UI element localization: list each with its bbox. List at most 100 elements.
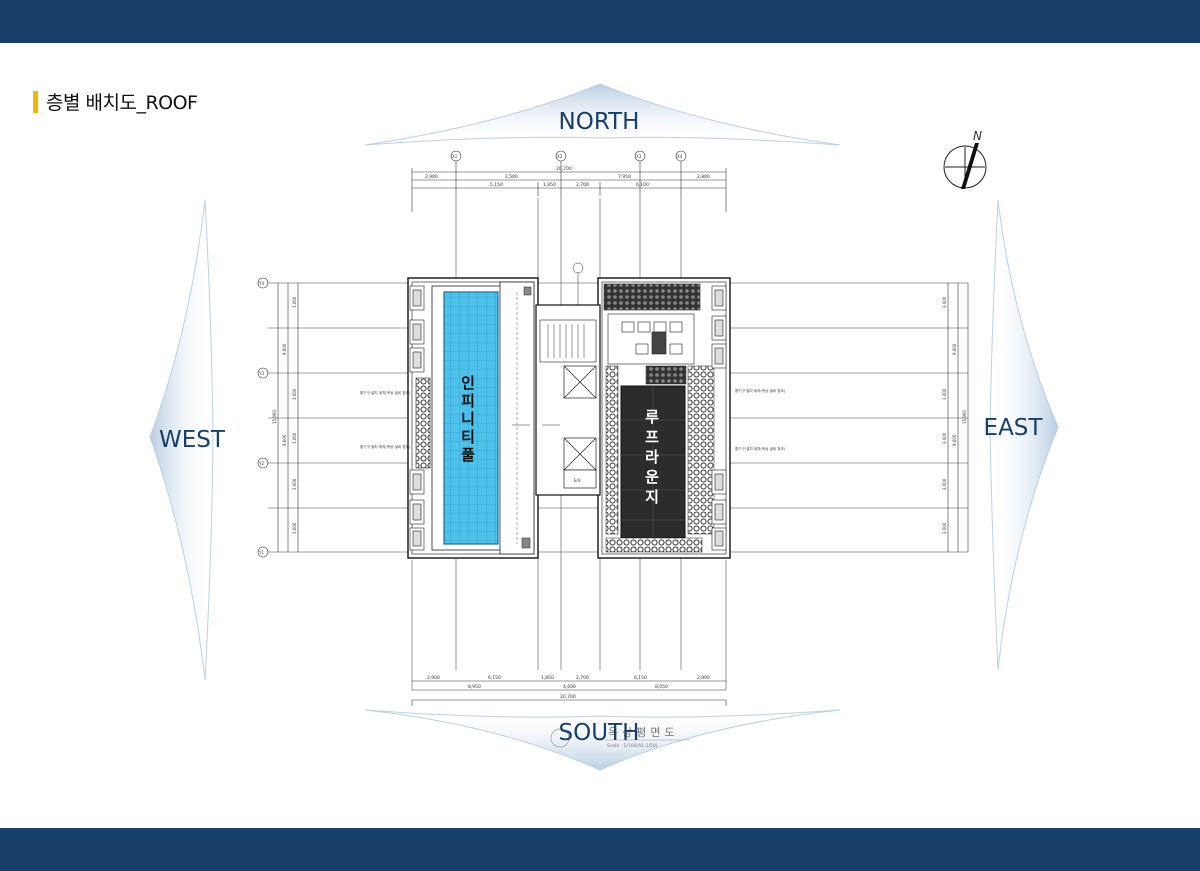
svg-text:7,950: 7,950 xyxy=(618,174,631,180)
drawing-scale: Scale : 1/100(A1:1/50) xyxy=(607,743,658,749)
svg-text:6,150: 6,150 xyxy=(634,675,647,681)
lounge-label: 루 프 라 운 지 xyxy=(645,408,659,506)
svg-text:20,700: 20,700 xyxy=(556,166,572,172)
elevator-label: E/V xyxy=(574,478,581,483)
svg-text:지: 지 xyxy=(645,488,659,506)
svg-text:8,050: 8,050 xyxy=(655,684,668,690)
svg-text:3,000: 3,000 xyxy=(292,478,297,490)
west-wave xyxy=(149,199,214,681)
svg-text:루: 루 xyxy=(645,408,659,426)
drawing-title-block: 옥상평면도 Scale : 1/100(A1:1/50) xyxy=(550,726,690,749)
lounge-south-planter xyxy=(605,537,703,553)
svg-text:3,000: 3,000 xyxy=(292,388,297,400)
svg-text:2,900: 2,900 xyxy=(427,675,440,681)
svg-text:3,000: 3,000 xyxy=(942,388,947,400)
west-balcony-units xyxy=(409,285,425,551)
lounge-furniture xyxy=(607,313,695,365)
svg-text:6,100: 6,100 xyxy=(636,182,649,188)
svg-text:운: 운 xyxy=(645,468,659,486)
svg-text:X1: X1 xyxy=(452,154,458,159)
svg-text:라: 라 xyxy=(645,448,659,466)
svg-text:Y4: Y4 xyxy=(258,281,264,286)
page-header: 층별 배치도_ROOF xyxy=(33,88,198,115)
svg-text:X3: X3 xyxy=(636,154,642,159)
infinity-pool xyxy=(443,291,499,545)
top-grid-bubbles xyxy=(450,150,687,162)
svg-text:2,900: 2,900 xyxy=(425,174,438,180)
left-dimension-text: 3,000 3,000 3,000 3,000 3,000 9,600 9,60… xyxy=(272,296,297,534)
svg-text:환기구 설치 위치(옥상 설비 참조): 환기구 설치 위치(옥상 설비 참조) xyxy=(735,446,786,451)
svg-text:15,900: 15,900 xyxy=(272,410,277,424)
bottom-dimension-text: 2,900 6,150 1,850 2,700 6,150 2,900 8,95… xyxy=(427,675,710,700)
svg-text:2,800: 2,800 xyxy=(697,174,710,180)
svg-text:2,500: 2,500 xyxy=(505,174,518,180)
svg-text:3,000: 3,000 xyxy=(942,478,947,490)
svg-text:3,000: 3,000 xyxy=(292,432,297,444)
plan-notes: 환기구 설치 위치(옥상 설비 참조) 환기구 설치 위치(옥상 설비 참조) … xyxy=(360,388,786,451)
svg-text:티: 티 xyxy=(461,428,475,446)
west-planter xyxy=(415,377,431,469)
svg-text:3,000: 3,000 xyxy=(292,522,297,534)
left-grid-bubbles xyxy=(257,277,269,558)
svg-text:Y2: Y2 xyxy=(258,461,264,466)
drawing-title: 옥상평면도 xyxy=(608,726,679,739)
left-grid-labels: Y4 Y3 Y2 Y1 xyxy=(258,281,264,555)
svg-text:4,600: 4,600 xyxy=(563,684,576,690)
core-arrows xyxy=(512,262,584,426)
bottom-dimension-lines xyxy=(411,680,727,706)
svg-text:3,000: 3,000 xyxy=(942,522,947,534)
south-label: SOUTH xyxy=(559,720,640,746)
svg-text:인: 인 xyxy=(461,374,475,392)
svg-text:9,600: 9,600 xyxy=(282,434,287,446)
svg-text:3,000: 3,000 xyxy=(942,432,947,444)
svg-text:6,150: 6,150 xyxy=(488,675,501,681)
left-dimension-lines xyxy=(277,283,299,552)
svg-text:니: 니 xyxy=(461,410,475,428)
svg-text:X4: X4 xyxy=(677,154,683,159)
svg-text:3,000: 3,000 xyxy=(292,296,297,308)
east-balcony-units xyxy=(711,285,727,551)
svg-text:8,950: 8,950 xyxy=(468,684,481,690)
svg-text:피: 피 xyxy=(461,392,475,410)
top-dimension-text: 20,700 2,900 2,500 7,950 2,800 5,150 1,8… xyxy=(425,166,710,188)
lounge-deck-lines xyxy=(621,386,685,538)
elevator-shafts xyxy=(563,365,597,489)
svg-text:20,700: 20,700 xyxy=(560,694,576,700)
east-wave xyxy=(989,199,1059,671)
svg-text:15,900: 15,900 xyxy=(962,410,967,424)
svg-text:9,600: 9,600 xyxy=(952,434,957,446)
north-arrow-letter: N xyxy=(973,129,982,143)
north-label: NORTH xyxy=(559,109,640,135)
right-dimension-text: 3,000 3,000 3,000 3,000 3,000 9,600 9,60… xyxy=(942,296,967,534)
title-accent-bar xyxy=(33,90,38,113)
north-arrow-icon: N xyxy=(943,129,987,189)
svg-text:Y3: Y3 xyxy=(258,371,264,376)
svg-text:프: 프 xyxy=(645,428,659,446)
north-wave xyxy=(364,83,841,146)
svg-text:환기구 설치 위치(옥상 설비 참조): 환기구 설치 위치(옥상 설비 참조) xyxy=(360,390,411,395)
stair-core xyxy=(539,319,597,363)
south-wave xyxy=(364,709,841,771)
svg-text:1,850: 1,850 xyxy=(541,675,554,681)
lounge-north-planter xyxy=(603,283,701,311)
svg-text:3,000: 3,000 xyxy=(942,296,947,308)
lounge-east-planter xyxy=(687,365,715,535)
top-grid-labels: X1 X2 X3 X4 xyxy=(452,154,683,159)
svg-text:Y1: Y1 xyxy=(258,550,264,555)
west-label: WEST xyxy=(159,427,226,453)
top-band xyxy=(0,0,1200,43)
svg-text:9,600: 9,600 xyxy=(952,343,957,355)
pool-label: 인 피 니 티 풀 xyxy=(461,374,475,464)
bottom-band xyxy=(0,828,1200,871)
east-label: EAST xyxy=(984,415,1044,441)
svg-text:환기구 설치 위치(옥상 설비 참조): 환기구 설치 위치(옥상 설비 참조) xyxy=(735,388,786,393)
lounge-west-planter xyxy=(605,365,619,535)
svg-text:환기구 설치 위치(옥상 설비 참조): 환기구 설치 위치(옥상 설비 참조) xyxy=(360,444,411,449)
svg-text:9,600: 9,600 xyxy=(282,343,287,355)
svg-text:1,850: 1,850 xyxy=(543,182,556,188)
top-dimension-lines xyxy=(411,160,727,212)
svg-text:2,900: 2,900 xyxy=(697,675,710,681)
svg-text:X2: X2 xyxy=(557,154,563,159)
stair-icon xyxy=(547,324,585,358)
